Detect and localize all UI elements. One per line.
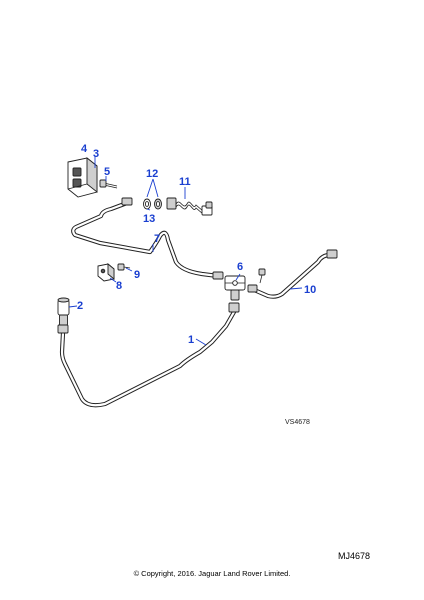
callout-7: 7 (154, 233, 160, 245)
callout-leaders (68, 156, 303, 346)
callout-11: 11 (179, 176, 191, 188)
copyright-notice: © Copyright, 2016. Jaguar Land Rover Lim… (133, 569, 291, 578)
part-6-tee-piece (224, 275, 246, 301)
callout-1: 1 (188, 334, 194, 346)
callout-5: 5 (104, 166, 110, 178)
part-7-union-nut-upper (121, 197, 133, 206)
part-6-bolt (258, 268, 266, 284)
part-10-union-nut-tee (247, 284, 258, 293)
callout-9: 9 (134, 269, 140, 281)
callout-6: 6 (237, 261, 243, 273)
part-1-brake-pipe (57, 302, 240, 408)
part-12-13-seal-rings (143, 198, 162, 210)
part-1-union-nut-lower (57, 324, 69, 334)
part-2-union (57, 297, 70, 326)
callout-8: 8 (116, 280, 122, 292)
part-11-flexible-hose (166, 197, 213, 216)
part-10-union-nut-end (326, 249, 338, 259)
callout-12: 12 (146, 168, 158, 180)
part-3-4-mounting-bracket (67, 157, 98, 198)
part-7-union-nut-lower (212, 271, 224, 280)
catalogue-reference: MJ4678 (338, 551, 371, 561)
part-7-brake-pipe (71, 197, 224, 280)
drawing-reference: VS4678 (285, 419, 310, 426)
callout-3: 3 (93, 148, 99, 160)
callout-13: 13 (143, 213, 155, 225)
part-8-clip (97, 263, 115, 282)
part-5-bolt (99, 179, 118, 189)
callout-10: 10 (304, 284, 316, 296)
part-10-brake-pipe (247, 249, 338, 299)
part-9-screw (117, 263, 131, 271)
callout-2: 2 (77, 300, 83, 312)
callout-4: 4 (81, 143, 88, 155)
part-1-union-nut-upper (228, 302, 240, 313)
